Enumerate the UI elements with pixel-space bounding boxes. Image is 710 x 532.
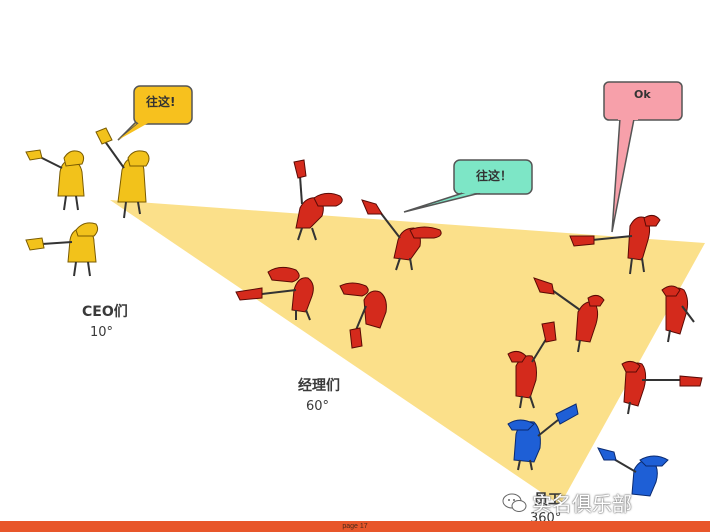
manager-figure [235,266,314,321]
ceo-bubble-text: 往这! [146,94,175,109]
manager-bubble-text: 往这！ [476,168,512,183]
ceo-figure [25,149,85,211]
employee-figure [507,321,557,409]
footer-bar: page 17 [0,521,710,532]
wechat-icon [502,493,527,512]
employee-figure [661,285,695,343]
employee-blue-figure [597,447,669,497]
manager-figure [293,159,343,241]
ceo-speech-bubble: 往这! [117,85,193,141]
employee-figure [569,214,661,275]
ceo-angle-label: 10° [90,325,113,340]
manager-figure [339,282,387,349]
employee-figure [621,360,703,415]
employees-group-label: 员工 [534,492,562,508]
watermark: 实名俱乐部 [502,488,632,517]
manager-figure [361,199,442,271]
employee-figure [533,277,605,353]
managers-angle-label: 60° [306,399,329,414]
managers-group-label: 经理们 [298,377,340,394]
ceo-group-label: CEO们 [82,303,128,320]
page-number: page 17 [342,523,368,530]
manager-speech-bubble: 往这！ [403,159,533,213]
employee-speech-bubble: Ok [603,81,683,233]
ceo-figure [25,222,99,277]
ceo-figure [95,127,150,219]
employee-blue-figure [507,403,579,471]
employee-bubble-text: Ok [634,88,651,101]
watermark-text: 实名俱乐部 [532,492,632,516]
direction-cone [110,200,705,505]
